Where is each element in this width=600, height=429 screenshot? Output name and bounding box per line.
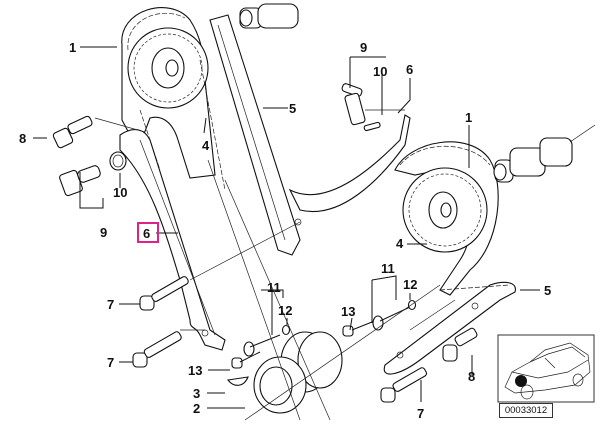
callout-8-left[interactable]: 8 xyxy=(19,131,26,146)
callout-10-left[interactable]: 10 xyxy=(113,185,127,200)
callout-1-upper[interactable]: 1 xyxy=(69,40,76,55)
diagram-number: 00033012 xyxy=(499,403,553,418)
callout-labels: 1 1 2 3 4 4 5 5 6 6 7 7 7 8 8 9 9 10 10 … xyxy=(19,40,551,421)
callout-3[interactable]: 3 xyxy=(193,386,200,401)
callout-12-left[interactable]: 12 xyxy=(278,303,292,318)
crankshaft-sprocket xyxy=(253,331,343,414)
bolt-8-left xyxy=(52,115,93,149)
upper-camshaft xyxy=(239,3,299,29)
callout-2[interactable]: 2 xyxy=(193,401,200,416)
callout-7-lower[interactable]: 7 xyxy=(107,355,114,370)
callout-6-highlighted[interactable]: 6 xyxy=(143,226,150,241)
woodruff-key xyxy=(227,376,249,386)
bolt-8-right xyxy=(442,327,478,362)
callout-5-lower[interactable]: 5 xyxy=(544,283,551,298)
seal-10-left xyxy=(109,151,127,171)
callout-13-right[interactable]: 13 xyxy=(341,304,355,319)
callout-7-right[interactable]: 7 xyxy=(417,406,424,421)
bolt-7-right xyxy=(380,367,428,403)
guide-rail-lower xyxy=(383,281,516,375)
right-camshaft xyxy=(493,124,596,183)
callout-6-upper[interactable]: 6 xyxy=(406,62,413,77)
chain-tensioner-top xyxy=(341,83,381,132)
leader-lines xyxy=(33,46,540,409)
callout-13-left[interactable]: 13 xyxy=(188,363,202,378)
bolt-7-upper xyxy=(139,276,189,311)
callout-8-right[interactable]: 8 xyxy=(468,369,475,384)
car-outline-icon xyxy=(504,342,591,400)
callout-4-right[interactable]: 4 xyxy=(396,236,404,251)
location-marker-icon xyxy=(515,375,527,387)
callout-5-upper[interactable]: 5 xyxy=(289,101,296,116)
callout-9-upper[interactable]: 9 xyxy=(360,40,367,55)
callout-12-right[interactable]: 12 xyxy=(403,277,417,292)
callout-1-right[interactable]: 1 xyxy=(465,110,472,125)
right-sprocket xyxy=(288,114,499,296)
assembly-lines xyxy=(94,109,456,421)
upper-left-sprocket xyxy=(121,7,226,191)
callout-11-right[interactable]: 11 xyxy=(381,261,395,276)
vehicle-locator-inset xyxy=(497,334,595,403)
callout-9-left[interactable]: 9 xyxy=(100,225,107,240)
callout-7-upper[interactable]: 7 xyxy=(107,297,114,312)
bolt-7-lower xyxy=(132,331,182,368)
plug-9-left xyxy=(59,165,101,197)
guide-rail-upper xyxy=(209,14,302,256)
callout-10-upper[interactable]: 10 xyxy=(373,64,387,79)
callout-11-left[interactable]: 11 xyxy=(267,280,281,295)
highlighted-callout-frame xyxy=(137,222,159,243)
callout-4-upper[interactable]: 4 xyxy=(202,138,210,153)
